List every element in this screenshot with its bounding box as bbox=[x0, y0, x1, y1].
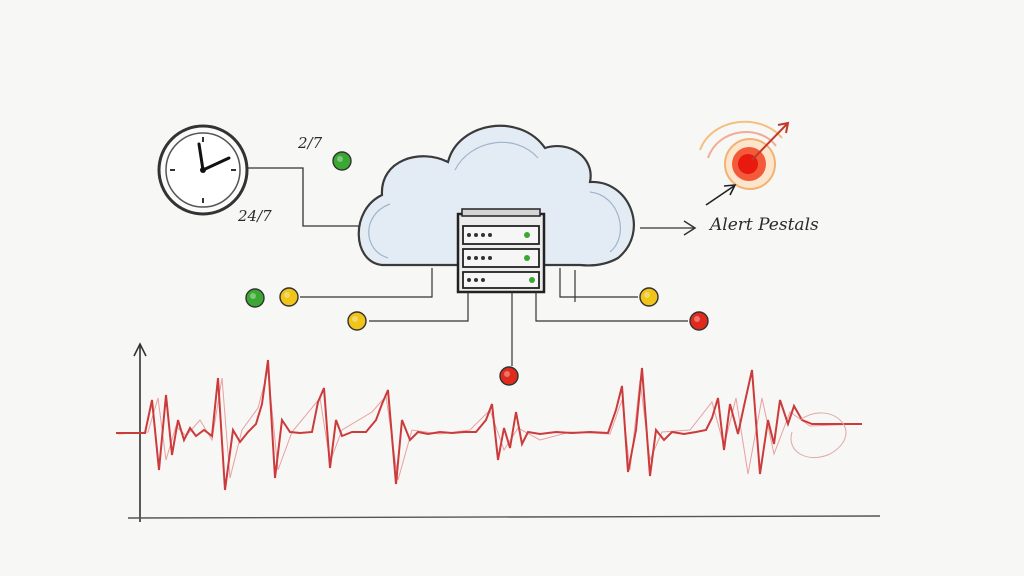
status-dot-red-right bbox=[689, 311, 709, 331]
clock-bottom-label: 24/7 bbox=[237, 207, 272, 225]
connector-arrowhead bbox=[683, 220, 697, 236]
status-dot-red-bottom-highlight bbox=[504, 371, 510, 377]
connector-right-lower bbox=[535, 292, 688, 322]
status-dot-red-right-highlight bbox=[694, 316, 700, 322]
status-dot-red-bottom bbox=[499, 366, 519, 386]
connector-left-upper bbox=[300, 268, 433, 298]
clock-top-label: 2/7 bbox=[297, 134, 323, 152]
status-dot-yellow-left-highlight bbox=[284, 292, 290, 298]
status-dot-green-left bbox=[245, 288, 265, 308]
connector-clock-cloud bbox=[247, 167, 360, 227]
status-dot-yellow-left bbox=[279, 287, 299, 307]
target-alert-icon bbox=[699, 120, 790, 190]
connector-right-upper bbox=[559, 268, 638, 298]
clock-icon bbox=[157, 124, 249, 216]
alert-label: Alert Pestals bbox=[708, 215, 819, 235]
server-rack-icon bbox=[456, 208, 546, 294]
waveform-line bbox=[116, 359, 862, 491]
arrow-icon bbox=[705, 184, 737, 206]
status-dots bbox=[245, 151, 709, 386]
status-dot-green-top-highlight bbox=[337, 156, 343, 162]
waveform-shadow-line bbox=[117, 369, 861, 481]
status-dot-yellow-right-highlight bbox=[644, 292, 650, 298]
status-dot-yellow-mid bbox=[347, 311, 367, 331]
status-dot-green-top bbox=[332, 151, 352, 171]
status-dot-yellow-mid-highlight bbox=[352, 316, 358, 322]
status-dot-yellow-right bbox=[639, 287, 659, 307]
cloud-icon bbox=[357, 124, 635, 267]
waveform-tail-swirl bbox=[790, 412, 847, 459]
status-dot-green-left-highlight bbox=[250, 293, 256, 299]
connector-left-lower bbox=[369, 292, 469, 322]
